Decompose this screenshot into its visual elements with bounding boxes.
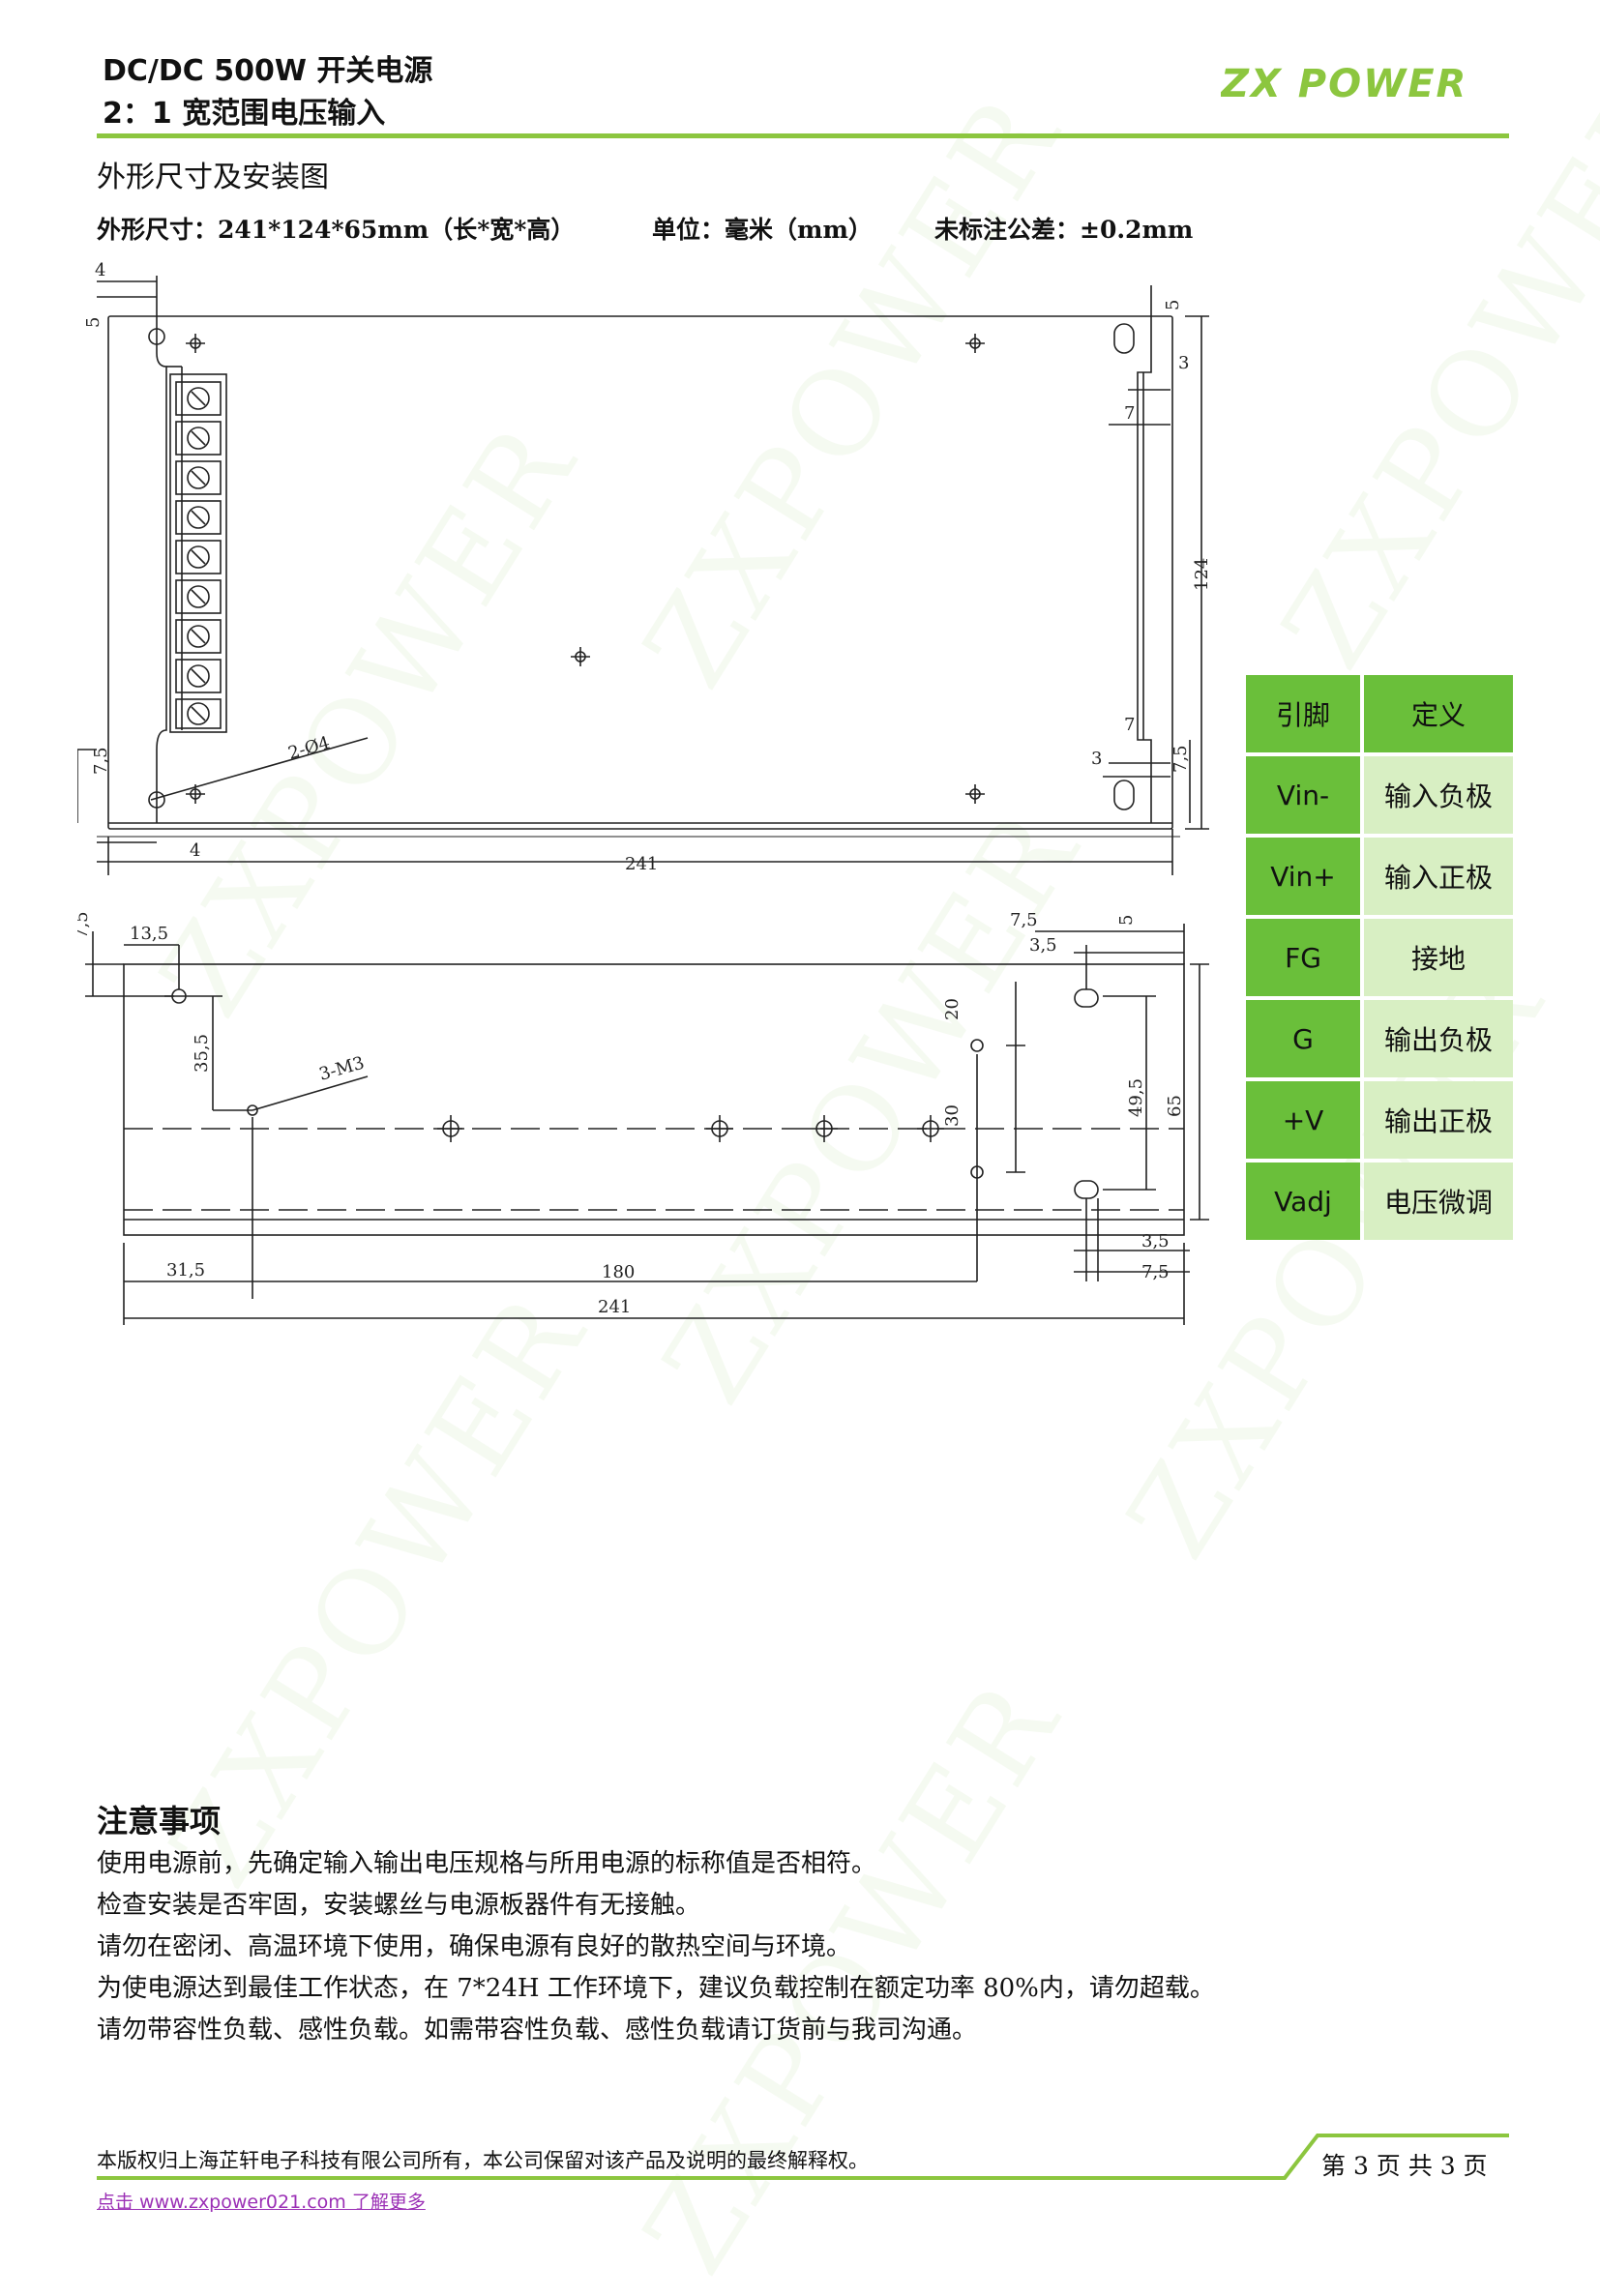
list-item: 检查安装是否牢固，安装螺丝与电源板器件有无接触。 [97, 1891, 701, 1920]
dim-label: 3,5 [1141, 1231, 1170, 1251]
dim-label: 5 [1116, 915, 1137, 926]
dim-label: 2-Ø4 [286, 733, 333, 764]
list-item: 使用电源前，先确定输入输出电压规格与所用电源的标称值是否相符。 [97, 1849, 877, 1878]
pin-cell: G [1246, 1000, 1360, 1077]
definition-cell: 电压微调 [1364, 1163, 1513, 1240]
definition-cell: 输入正极 [1364, 838, 1513, 915]
header-rule [97, 133, 1509, 138]
dim-label: 180 [602, 1262, 635, 1282]
watermark: ZXPOWER [1258, 51, 1600, 691]
pin-definition-table: 引脚 定义 Vin- 输入负极 Vin+ 输入正极 FG 接地 G 输出负极 +… [1242, 671, 1517, 1244]
dim-label: 3,5 [1029, 935, 1057, 956]
section-title: 外形尺寸及安装图 [97, 161, 329, 194]
table-row: G 输出负极 [1246, 1000, 1513, 1077]
dim-label: 3 [1091, 749, 1102, 769]
title-line-1: DC/DC 500W 开关电源 [103, 54, 433, 88]
list-item: 请勿带容性负载、感性负载。如需带容性负载、感性负载请订货前与我司沟通。 [97, 2016, 978, 2045]
dim-label: 7 [1124, 403, 1135, 424]
dim-label: 241 [625, 854, 658, 874]
spec-tolerance: 未标注公差：±0.2mm [934, 216, 1194, 244]
definition-cell: 接地 [1364, 919, 1513, 996]
dim-label: 241 [598, 1297, 631, 1317]
dimension-drawing: 4 5 5 3 7 124 7 3 7,5 7,5 2-Ø4 4 241 7,5… [77, 260, 1212, 1325]
header-definition: 定义 [1364, 675, 1513, 752]
dim-label: 7 [1124, 715, 1135, 735]
definition-cell: 输出负极 [1364, 1000, 1513, 1077]
definition-cell: 输出正极 [1364, 1081, 1513, 1159]
dim-label: 35,5 [192, 1034, 212, 1073]
notes-title: 注意事项 [97, 1803, 222, 1840]
dim-label: 30 [942, 1104, 963, 1127]
logo-text: ZX POWER [1221, 62, 1467, 106]
dim-label: 31,5 [166, 1260, 205, 1280]
top-view [77, 276, 1209, 875]
title-line-2: 2：1 宽范围电压输入 [103, 97, 386, 131]
table-row: +V 输出正极 [1246, 1081, 1513, 1159]
dim-label: 20 [942, 998, 963, 1020]
side-view [85, 924, 1209, 1325]
dim-label: 5 [83, 317, 104, 328]
pin-cell: Vadj [1246, 1163, 1360, 1240]
dim-label: 5 [1163, 300, 1183, 310]
dim-label: 7,5 [1170, 745, 1191, 773]
dim-label: 65 [1165, 1095, 1185, 1117]
spec-dimension: 外形尺寸：241*124*65mm（长*宽*高） [97, 216, 576, 244]
dim-label: 49,5 [1126, 1078, 1146, 1117]
page-number: 第 3 页 共 3 页 [1321, 2152, 1488, 2180]
pin-cell: Vin- [1246, 756, 1360, 834]
dim-label: 4 [95, 260, 105, 280]
table-row: Vadj 电压微调 [1246, 1163, 1513, 1240]
dim-label: 3-M3 [317, 1053, 367, 1085]
spec-unit: 单位：毫米（mm） [652, 216, 873, 244]
definition-cell: 输入负极 [1364, 756, 1513, 834]
notes-list: 使用电源前，先确定输入输出电压规格与所用电源的标称值是否相符。 检查安装是否牢固… [97, 1843, 1215, 2051]
document-title: DC/DC 500W 开关电源 2：1 宽范围电压输入 [103, 50, 432, 135]
dim-label: 3 [1178, 353, 1189, 373]
zxpower-logo: ZX POWER [1221, 62, 1467, 106]
dim-label: 7,5 [77, 911, 92, 939]
footer-copyright: 本版权归上海芷轩电子科技有限公司所有，本公司保留对该产品及说明的最终解释权。 [97, 2149, 869, 2172]
pin-cell: Vin+ [1246, 838, 1360, 915]
table-row: Vin+ 输入正极 [1246, 838, 1513, 915]
table-header-row: 引脚 定义 [1246, 675, 1513, 752]
website-link[interactable]: 点击 www.zxpower021.com 了解更多 [97, 2192, 426, 2213]
pin-cell: +V [1246, 1081, 1360, 1159]
list-item: 请勿在密闭、高温环境下使用，确保电源有良好的散热空间与环境。 [97, 1932, 852, 1961]
header-pin: 引脚 [1246, 675, 1360, 752]
dim-label: 4 [190, 840, 200, 861]
terminal-block [175, 381, 222, 729]
table-row: Vin- 输入负极 [1246, 756, 1513, 834]
table-row: FG 接地 [1246, 919, 1513, 996]
dim-label: 13,5 [130, 924, 168, 944]
footer-rule [97, 2134, 1509, 2180]
pin-cell: FG [1246, 919, 1360, 996]
dim-label: 7,5 [1141, 1262, 1170, 1282]
dim-label: 7,5 [1010, 910, 1038, 930]
dim-label: 124 [1192, 558, 1212, 591]
dim-label: 7,5 [91, 747, 111, 775]
list-item: 为使电源达到最佳工作状态，在 7*24H 工作环境下，建议负载控制在额定功率 8… [97, 1974, 1215, 2003]
